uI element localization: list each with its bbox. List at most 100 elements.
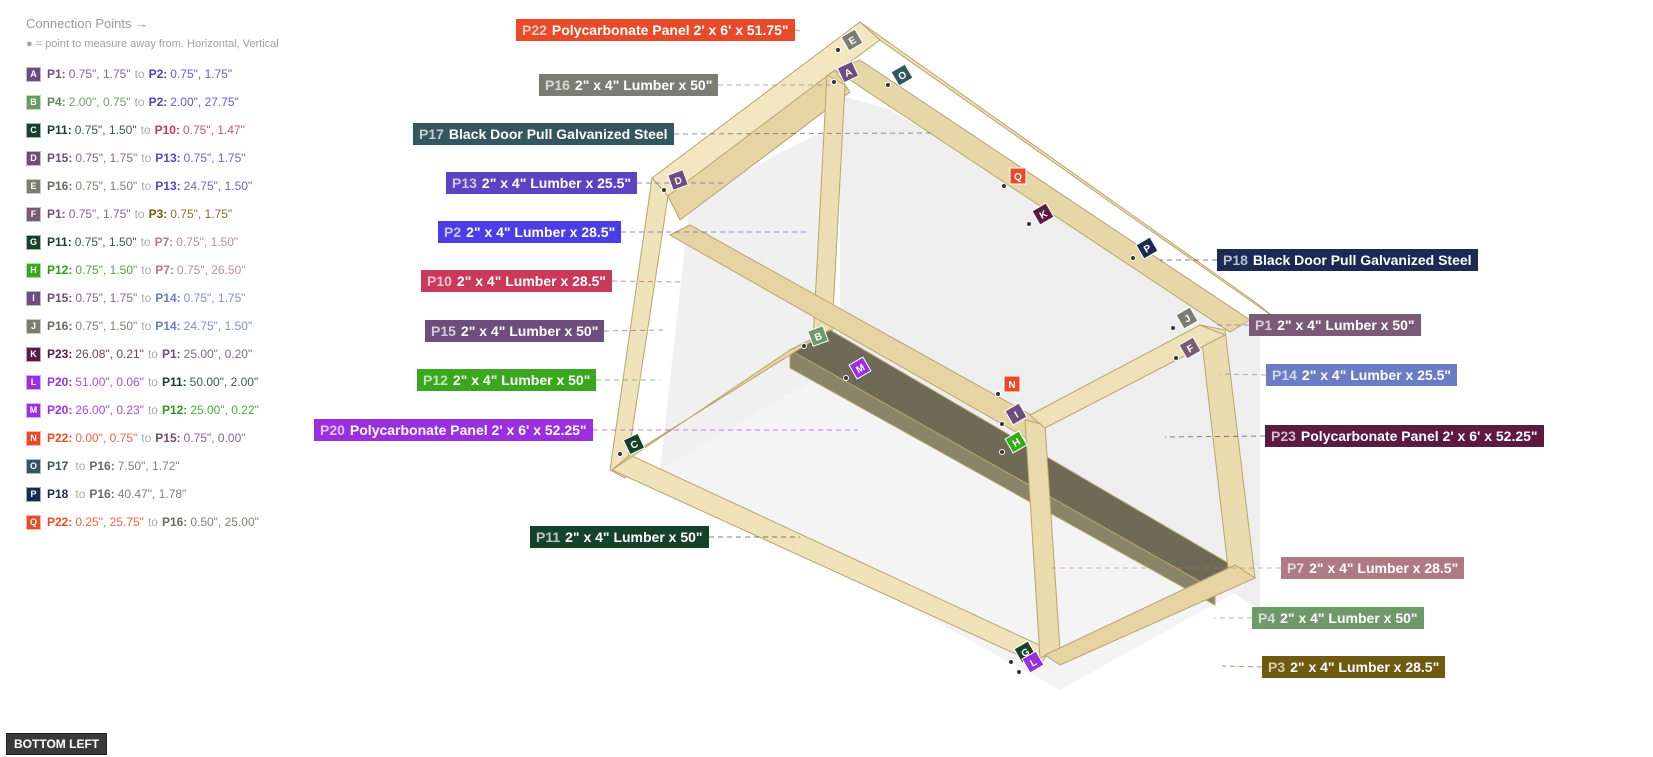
connection-badge: D	[26, 150, 41, 166]
part-id: P20	[320, 422, 345, 438]
point-b-name: P3:	[148, 207, 168, 221]
part-id: P4	[1258, 610, 1276, 626]
point-a-name: P20:	[47, 403, 73, 417]
marker-n[interactable]: N	[1003, 375, 1021, 393]
measure-point-dot	[835, 47, 841, 53]
marker-letter: C	[629, 439, 640, 452]
point-b-value: 2.00", 27.75"	[170, 95, 239, 109]
point-a-value: 0.75", 1.50"	[75, 319, 138, 333]
point-a-value: 0.00", 0.75"	[75, 431, 138, 445]
part-name: 2" x 4" Lumber x 50"	[460, 323, 599, 339]
point-a-name: P15:	[47, 151, 73, 165]
part-name: 2" x 4" Lumber x 28.5"	[466, 224, 616, 240]
marker-a[interactable]: A	[836, 60, 860, 84]
to-label: to	[141, 291, 152, 305]
bottom-left-view-button[interactable]: BOTTOM LEFT	[6, 733, 108, 755]
point-b-value: 0.75", 1.47"	[182, 123, 245, 137]
marker-box	[1004, 402, 1028, 426]
marker-q[interactable]: Q	[1009, 167, 1027, 185]
measure-point-dot	[1008, 659, 1014, 665]
panel-title: Connection Points →	[26, 16, 149, 31]
point-a-name: P15:	[47, 291, 73, 305]
point-a-name: P22:	[47, 515, 73, 529]
point-a-name: P23:	[47, 347, 73, 361]
marker-letter: F	[1185, 343, 1196, 356]
marker-j[interactable]: J	[1175, 306, 1199, 330]
marker-p[interactable]: P	[1135, 236, 1159, 260]
point-b-value: 40.47", 1.78"	[117, 487, 187, 501]
measure-point-dot	[1130, 255, 1136, 261]
point-b-name: P14:	[155, 319, 181, 333]
point-b-value: 24.75", 1.50"	[183, 319, 253, 333]
marker-h[interactable]: H	[1004, 430, 1028, 454]
point-a-name: P1:	[47, 67, 66, 81]
marker-b[interactable]: B	[807, 325, 829, 347]
measure-point-dot	[885, 82, 891, 88]
part-id: P22	[522, 22, 547, 38]
part-name: Polycarbonate Panel 2' x 6' x 52.25"	[1300, 428, 1538, 444]
point-b-name: P10:	[154, 123, 180, 137]
point-b-name: P2:	[148, 67, 168, 81]
to-label: to	[134, 67, 145, 81]
panel-note: ● = point to measure away from. Horizont…	[26, 38, 279, 50]
marker-c[interactable]: C	[622, 432, 646, 456]
marker-l[interactable]: L	[1021, 650, 1045, 674]
connection-badge: N	[26, 430, 41, 446]
part-name: Black Door Pull Galvanized Steel	[448, 126, 668, 142]
connection-badge: M	[26, 402, 41, 418]
marker-k[interactable]: K	[1031, 202, 1055, 226]
point-b-value: 24.75", 1.50"	[183, 179, 253, 193]
marker-i[interactable]: I	[1004, 402, 1028, 426]
to-label: to	[140, 123, 151, 137]
marker-e[interactable]: E	[840, 28, 864, 52]
point-b-name: P12:	[161, 403, 188, 417]
marker-box	[1009, 167, 1027, 185]
marker-d[interactable]: D	[667, 169, 689, 191]
connection-badge: H	[26, 262, 41, 278]
part-id: P12	[423, 372, 448, 388]
part-name: 2" x 4" Lumber x 28.5"	[1309, 560, 1459, 576]
right-top-short-rail	[1029, 324, 1227, 429]
to-label: to	[134, 207, 145, 221]
point-b-name: P13:	[155, 179, 181, 193]
marker-o[interactable]: O	[890, 63, 914, 87]
marker-m[interactable]: M	[848, 356, 872, 380]
marker-f[interactable]: F	[1178, 336, 1202, 360]
